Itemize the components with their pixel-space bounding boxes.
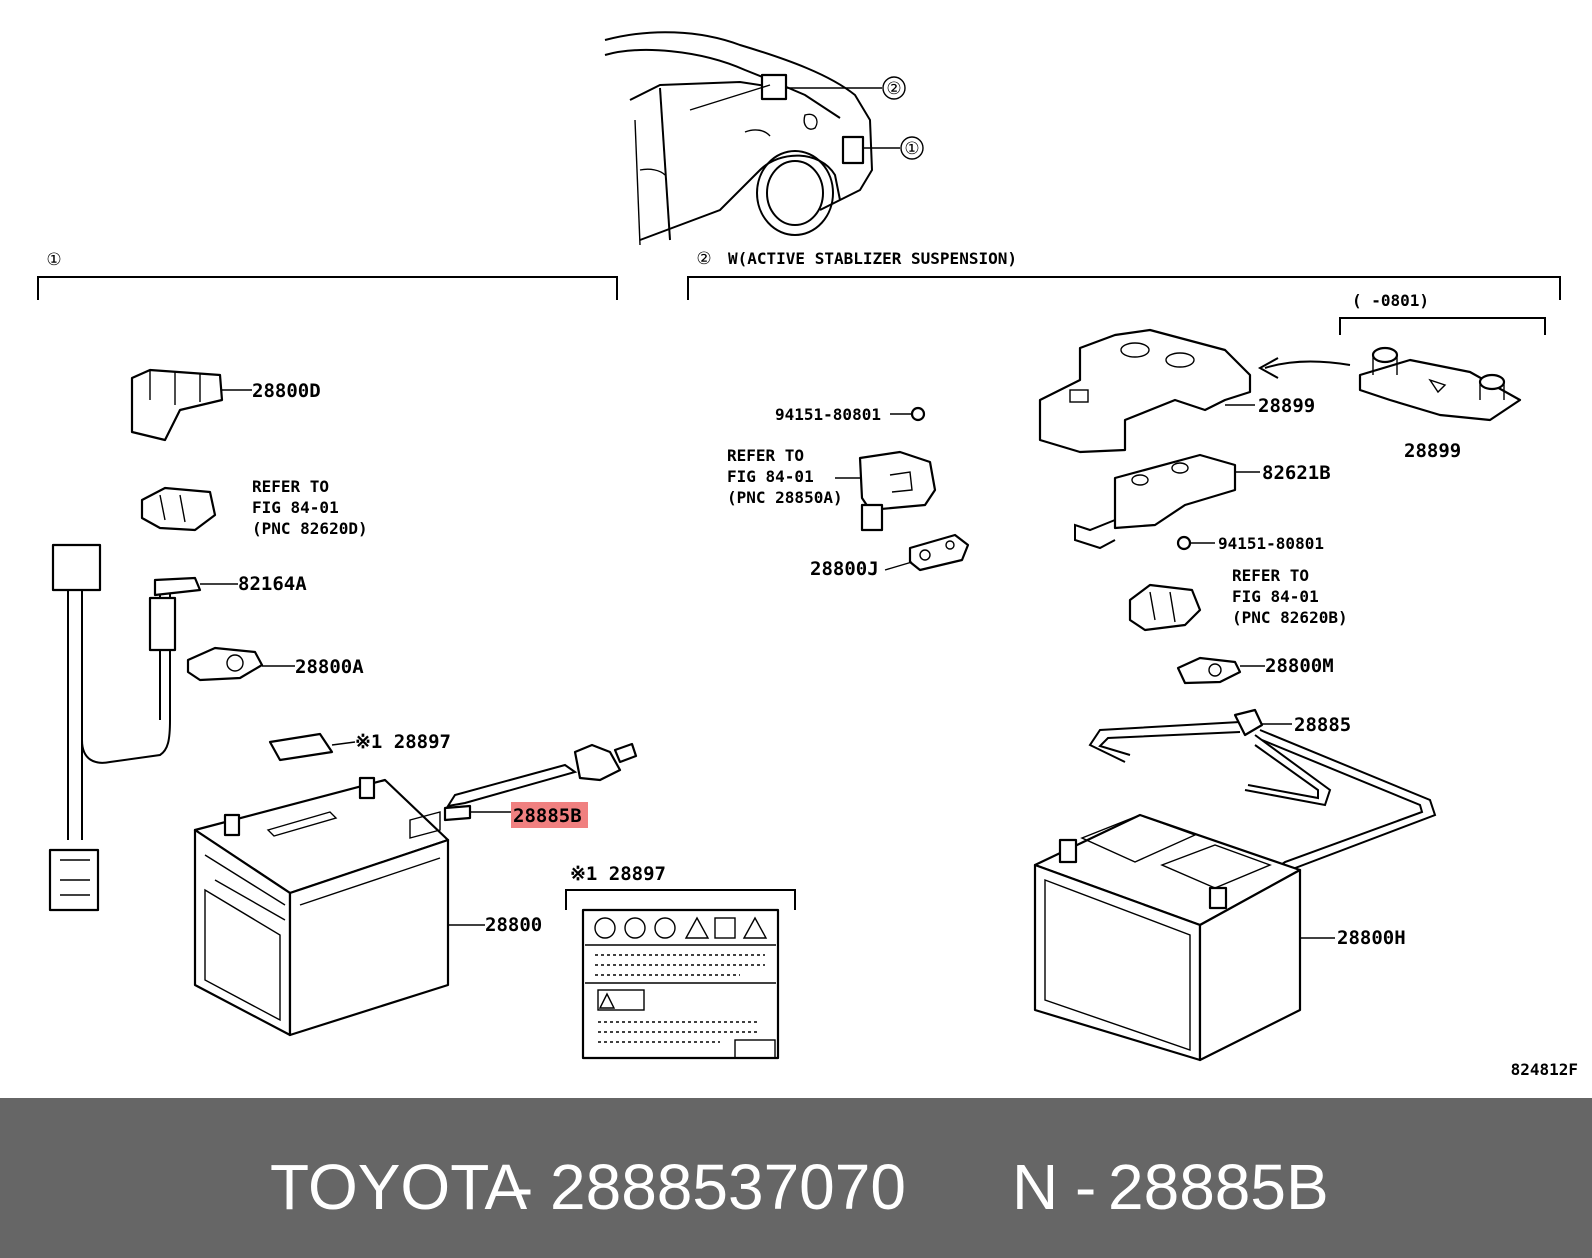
part-28800-battery: 28800 — [193, 776, 542, 1037]
ref-82620D-line2: FIG 84-01 — [252, 498, 339, 517]
part-28800D: 28800D — [130, 368, 321, 442]
section-2-bracket: ② W(ACTIVE STABLIZER SUSPENSION) ( -0801… — [687, 249, 1561, 335]
parts-diagram: ② ① ① ② W(ACTIVE STABLIZER SUSPENSION) (… — [37, 31, 1578, 1079]
date-range-label: ( -0801) — [1352, 291, 1429, 310]
part-82620B: REFER TO FIG 84-01 (PNC 82620B) — [1128, 566, 1348, 632]
part-28850A: REFER TO FIG 84-01 (PNC 28850A) — [727, 446, 937, 532]
diagram-id: 824812F — [1511, 1060, 1578, 1079]
ref-28850A-line2: FIG 84-01 — [727, 467, 814, 486]
warning-icons-row — [594, 916, 768, 939]
label-94151-a: 94151-80801 — [775, 405, 881, 424]
label-28800: 28800 — [485, 914, 542, 936]
part-28897-top: ※1 28897 — [268, 731, 451, 762]
part-28899-a: 28899 — [1038, 328, 1315, 454]
ref-82620B-line2: FIG 84-01 — [1232, 587, 1319, 606]
callout-2-car: ② — [886, 79, 901, 99]
part-28885B: 28885B — [443, 742, 638, 828]
footer-separator: - — [512, 1151, 533, 1223]
label-28800J: 28800J — [810, 558, 879, 580]
part-28800M: 28800M — [1176, 655, 1334, 685]
footer-bar: TOYOTA - 2888537070 N - 28885B — [0, 1098, 1592, 1258]
ref-82620B-line1: REFER TO — [1232, 566, 1309, 585]
section-2-marker: ② — [696, 249, 711, 269]
part-28897-label: ※1 28897 — [565, 863, 796, 1060]
footer-n-code: 28885B — [1108, 1151, 1329, 1223]
footer-n-label: N — [1012, 1151, 1058, 1223]
label-28800M: 28800M — [1265, 655, 1334, 677]
label-28897: ※1 28897 — [570, 863, 666, 885]
part-94151-a: 94151-80801 — [775, 405, 926, 424]
part-94151-b: 94151-80801 — [1176, 534, 1324, 553]
wire-harness: 82164A — [48, 543, 307, 912]
part-28800A: 28800A — [186, 646, 364, 682]
car-illustration: ② ① — [604, 31, 924, 246]
label-28800A: 28800A — [295, 656, 364, 678]
ref-82620D-line1: REFER TO — [252, 477, 329, 496]
label-28800D: 28800D — [252, 380, 321, 402]
label-28885B[interactable]: 28885B — [513, 805, 582, 827]
label-28897-top: ※1 28897 — [355, 731, 451, 753]
section-1-marker: ① — [46, 250, 61, 270]
ref-82620D-line3: (PNC 82620D) — [252, 519, 368, 538]
part-28800J: 28800J — [810, 533, 970, 580]
section-1-bracket: ① — [37, 250, 618, 300]
label-28899-a: 28899 — [1258, 395, 1315, 417]
ref-28850A-line3: (PNC 28850A) — [727, 488, 843, 507]
arrow-shaft — [1264, 360, 1351, 369]
part-28899-b: 28899 — [1358, 346, 1522, 462]
ref-28850A-line1: REFER TO — [727, 446, 804, 465]
callout-1-car: ① — [904, 139, 919, 159]
label-94151-b: 94151-80801 — [1218, 534, 1324, 553]
footer-n-separator: - — [1075, 1151, 1096, 1223]
highlight-28885B — [511, 802, 588, 828]
part-82620D: REFER TO FIG 84-01 (PNC 82620D) — [140, 477, 368, 538]
label-28800H: 28800H — [1337, 927, 1406, 949]
part-28800H-battery: 28800H — [1033, 813, 1406, 1062]
ref-82620B-line3: (PNC 82620B) — [1232, 608, 1348, 627]
arrow-head — [1257, 357, 1279, 379]
label-82164A: 82164A — [238, 573, 307, 595]
label-28885: 28885 — [1294, 714, 1351, 736]
footer-part-number: 2888537070 — [550, 1151, 906, 1223]
label-82621B: 82621B — [1262, 462, 1331, 484]
part-82621B: 82621B — [1074, 453, 1331, 550]
label-28899-b: 28899 — [1404, 440, 1461, 462]
section-2-caption: W(ACTIVE STABLIZER SUSPENSION) — [728, 249, 1017, 268]
footer-brand: TOYOTA — [270, 1151, 528, 1223]
